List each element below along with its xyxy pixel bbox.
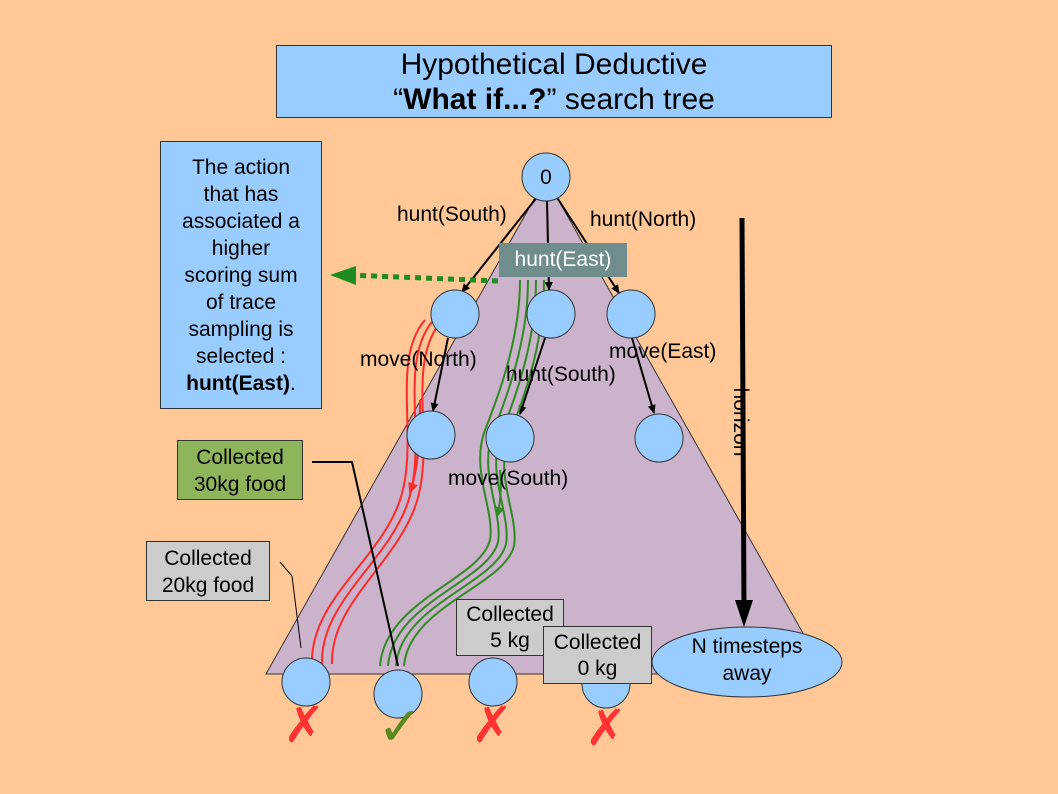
food30-leader	[312, 461, 399, 667]
cross-mark-3: ✗	[585, 699, 627, 757]
title-open-quote: “	[393, 83, 404, 116]
collected-20kg-line-1: Collected	[164, 547, 252, 570]
selection-arrow-head	[330, 266, 356, 285]
action-note-line: associated a	[182, 210, 300, 233]
food20-leader	[279, 561, 302, 649]
action-note-line: The action	[191, 156, 291, 179]
collected-0kg-box: Collected 0 kg	[543, 626, 652, 684]
node-level2-left	[406, 410, 456, 460]
edge-left-child	[430, 337, 449, 412]
horizon-ellipse	[651, 626, 843, 698]
action-note-period: .	[289, 372, 296, 395]
horizon-arrow	[739, 217, 747, 611]
horizon-ellipse-line-1: N timesteps	[691, 635, 803, 658]
collected-20kg-line-2: 20kg food	[161, 574, 255, 597]
node-level1-right	[606, 289, 656, 339]
title-rest-text: ” search tree	[546, 83, 715, 116]
collected-0kg-line-2: 0 kg	[577, 657, 618, 680]
horizon-ellipse-line-2: away	[722, 662, 772, 685]
cross-mark-2: ✗	[471, 696, 513, 754]
collected-5kg-line-1: Collected	[466, 603, 554, 626]
hunt-south-2-label: hunt(South)	[506, 363, 616, 386]
node-level2-right	[634, 413, 684, 463]
collected-20kg-box: Collected 20kg food	[146, 541, 270, 601]
collected-0kg-line-1: Collected	[553, 631, 642, 654]
title-box: Hypothetical Deductive “What if...?” sea…	[276, 45, 832, 118]
collected-5kg-line-2: 5 kg	[490, 629, 530, 652]
title-line-1: Hypothetical Deductive	[400, 48, 708, 81]
action-note-line: hunt(East).	[161, 370, 321, 397]
cross-mark-1: ✗	[283, 696, 325, 754]
action-note-line: higher	[211, 237, 271, 260]
horizon-label: horizon	[729, 387, 752, 457]
check-mark: ✓	[377, 695, 422, 758]
node-level2-middle	[485, 413, 535, 463]
hunt-south-label: hunt(South)	[397, 203, 507, 226]
action-note-line: selected :	[196, 345, 286, 368]
tree-nodes	[281, 152, 684, 719]
action-note-line: of trace	[205, 291, 277, 314]
move-north-label: move(North)	[360, 348, 477, 371]
horizon-arrow-head	[735, 600, 753, 627]
red-trace-samples	[310, 319, 440, 665]
action-note-line: that has	[203, 183, 279, 206]
action-note-box: The action that has associated a higher …	[160, 141, 322, 409]
move-east-label: move(East)	[609, 340, 717, 363]
node-level1-left	[430, 289, 480, 339]
edge-middle-child	[518, 337, 546, 415]
collected-30kg-line-1: Collected	[196, 446, 284, 469]
title-bold-text: What if...?	[403, 83, 547, 116]
move-south-label: move(South)	[448, 467, 569, 490]
horizon-ellipse-text: N timesteps away	[652, 633, 842, 687]
selection-arrow	[347, 272, 499, 284]
root-node-label: 0	[540, 166, 552, 189]
node-level1-middle	[526, 289, 576, 339]
green-trace-samples	[379, 279, 545, 667]
leaf-node-3	[468, 657, 518, 707]
action-note-line: scoring sum	[184, 264, 298, 287]
leaf-node-2	[373, 669, 423, 719]
root-node	[521, 152, 571, 202]
hunt-north-label: hunt(North)	[590, 208, 697, 231]
selected-action: hunt(East)	[186, 372, 290, 395]
edge-right-child	[631, 337, 656, 414]
leaf-node-1	[281, 657, 331, 707]
hunt-east-label: hunt(East)	[499, 243, 627, 277]
collected-30kg-line-2: 30kg food	[193, 473, 287, 496]
action-note-line: sampling is	[188, 318, 294, 341]
title-line-2: “What if...?” search tree	[277, 82, 831, 117]
collected-30kg-box: Collected 30kg food	[177, 440, 303, 500]
